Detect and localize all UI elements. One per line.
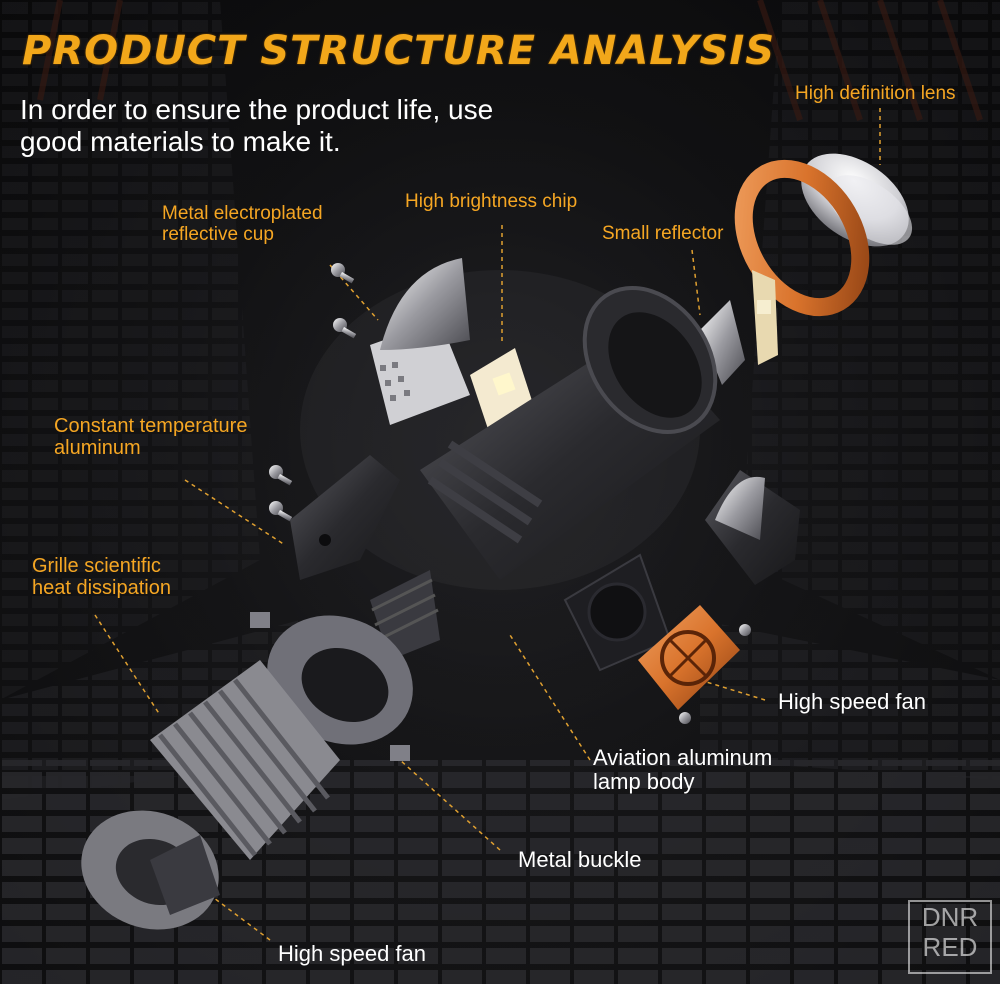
watermark-logo: DNR RED bbox=[908, 900, 992, 974]
label-grille-heat-dissipation: Grille scientific heat dissipation bbox=[32, 555, 171, 599]
label-grille-line-1: Grille scientific bbox=[32, 555, 161, 577]
label-high-speed-fan-bottom: High speed fan bbox=[278, 941, 426, 966]
subtitle-line-2: good materials to make it. bbox=[20, 126, 341, 157]
screws bbox=[269, 263, 751, 724]
label-constant-temperature-line-1: Constant temperature bbox=[54, 415, 248, 437]
label-high-brightness-chip: High brightness chip bbox=[405, 191, 578, 212]
lamp-body-part bbox=[370, 285, 720, 660]
leader-lines bbox=[94, 108, 881, 941]
reflective-cup-part bbox=[370, 258, 470, 425]
label-high-speed-fan-right: High speed fan bbox=[778, 689, 926, 714]
metal-buckle-part bbox=[250, 612, 413, 761]
bottom-fan-part bbox=[81, 810, 220, 930]
label-constant-temperature: Constant temperature aluminum bbox=[54, 415, 247, 459]
reflector-bracket-part bbox=[705, 470, 800, 585]
fan-housing-part bbox=[563, 553, 672, 672]
aluminum-block-part bbox=[290, 455, 400, 580]
page-subtitle: In order to ensure the product life, use… bbox=[20, 94, 620, 158]
subtitle-line-1: In order to ensure the product life, use bbox=[20, 94, 494, 125]
watermark-line-1: DNR bbox=[921, 902, 979, 932]
small-reflector-part bbox=[700, 270, 778, 385]
label-metal-cup: Metal electroplated reflective cup bbox=[162, 203, 323, 245]
label-aviation-line-1: Aviation aluminum bbox=[593, 745, 773, 770]
watermark-line-2: RED bbox=[922, 932, 978, 962]
label-aviation-aluminum: Aviation aluminum lamp body bbox=[593, 746, 772, 794]
label-metal-cup-line-1: Metal electroplated bbox=[162, 203, 323, 224]
copper-ring-part bbox=[734, 159, 870, 317]
label-metal-cup-line-2: reflective cup bbox=[162, 224, 274, 245]
label-constant-temperature-line-2: aluminum bbox=[54, 437, 141, 459]
label-small-reflector: Small reflector bbox=[602, 223, 724, 244]
label-high-definition-lens: High definition lens bbox=[795, 83, 956, 104]
heat-sink-part bbox=[150, 660, 340, 860]
label-metal-buckle: Metal buckle bbox=[518, 847, 642, 872]
label-grille-line-2: heat dissipation bbox=[32, 577, 171, 599]
label-aviation-line-2: lamp body bbox=[593, 769, 695, 794]
copper-fan-part bbox=[638, 605, 740, 710]
page-title: PRODUCT STRUCTURE ANALYSIS bbox=[22, 28, 776, 74]
